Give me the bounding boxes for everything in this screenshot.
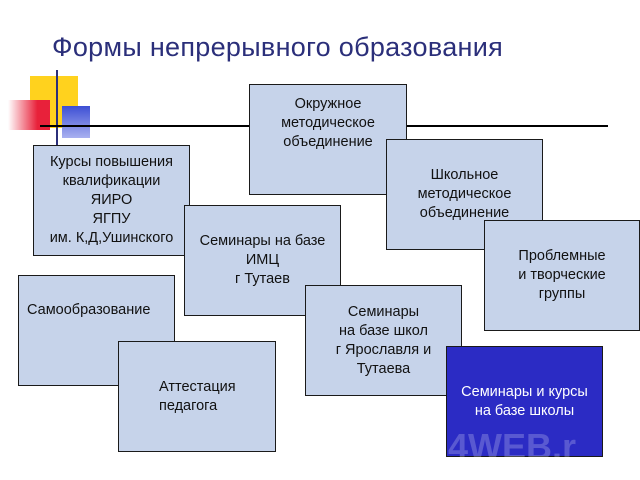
box-problemnye-gruppy: Проблемные и творческие группы (484, 220, 640, 331)
box-seminary-shkol: Семинары на базе школ г Ярославля и Тута… (305, 285, 462, 396)
box-seminary-kursy-shkoly: Семинары и курсы на базе школы (446, 346, 603, 457)
box-okruzhnoe-mo: Окружное методическое объединение (249, 84, 407, 195)
deco-vertical-line (56, 70, 58, 152)
deco-blue-square (62, 106, 90, 138)
page-title: Формы непрерывного образования (52, 32, 503, 63)
box-kursy-povysheniya: Курсы повышения квалификации ЯИРО ЯГПУ и… (33, 145, 190, 256)
box-attestaciya: Аттестация педагога (118, 341, 276, 452)
